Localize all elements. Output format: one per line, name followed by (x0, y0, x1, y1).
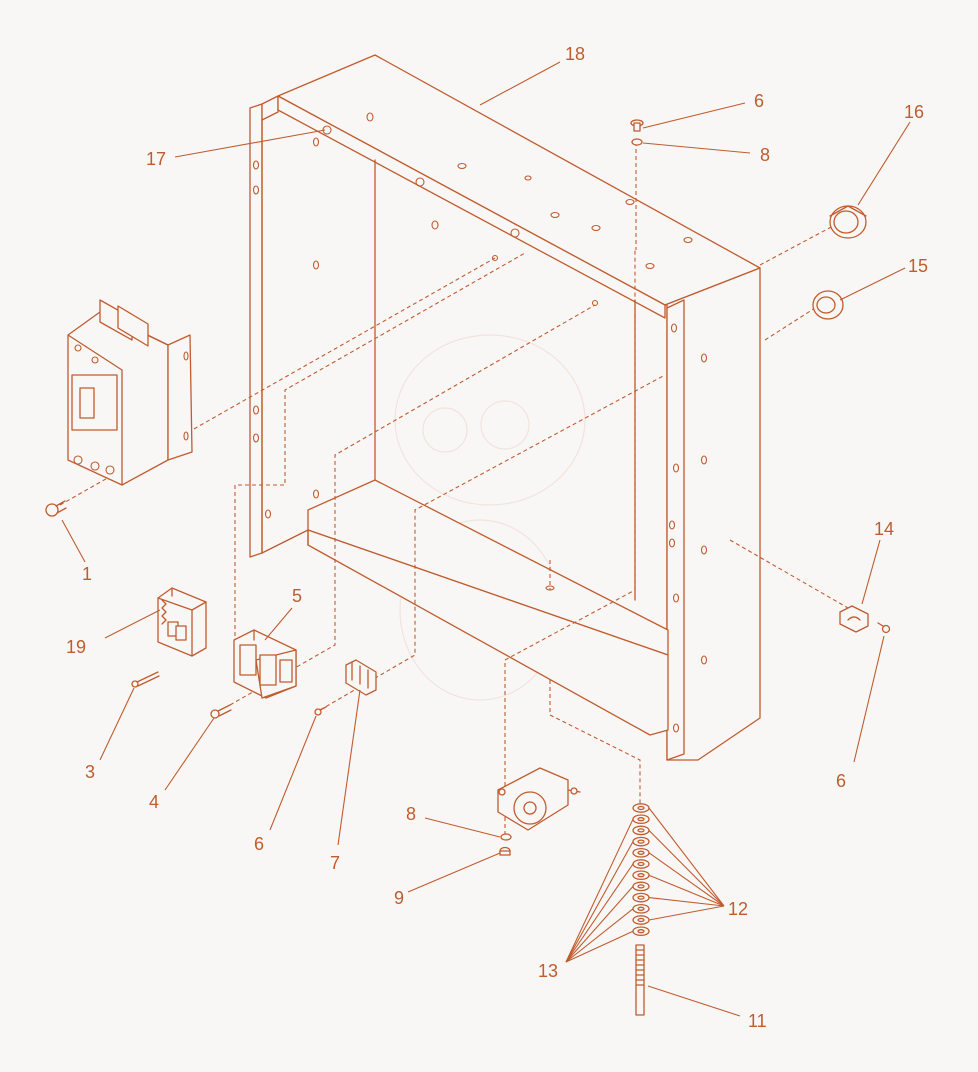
callout-7: 7 (330, 853, 340, 873)
callout-8-top: 8 (760, 145, 770, 165)
callout-6-right: 6 (836, 771, 846, 791)
washer-hole (637, 917, 645, 923)
washer (632, 926, 650, 937)
callout-8-lower: 8 (406, 804, 416, 824)
washer-hole (637, 861, 645, 867)
callout-14: 14 (874, 519, 894, 539)
leader-13 (565, 863, 634, 963)
callout-13: 13 (538, 961, 558, 981)
washer-hole (637, 873, 645, 878)
washer (632, 803, 650, 813)
washer (632, 814, 650, 825)
part-6-screw-top (630, 119, 644, 132)
callout-19: 19 (66, 637, 86, 657)
washer (632, 859, 650, 869)
part-7-bracket (345, 659, 377, 696)
part-8-washer-lower (500, 833, 512, 841)
leader-12 (648, 830, 725, 907)
leader-lines (61, 61, 911, 1017)
leader-12 (648, 852, 725, 907)
part-15-bushing (812, 290, 844, 320)
part-14-clip (839, 605, 869, 633)
part-8-washer-top (631, 138, 643, 146)
callout-12: 12 (728, 899, 748, 919)
part-19-terminal-block (157, 587, 207, 657)
leader-13 (565, 841, 634, 963)
part-12-13-washer-stack (632, 803, 650, 937)
coil-assembly (497, 767, 581, 831)
callout-16: 16 (904, 102, 924, 122)
part-6-screw-right (877, 622, 891, 634)
callout-1: 1 (82, 564, 92, 584)
callout-6-top: 6 (754, 91, 764, 111)
washer-hole (637, 805, 645, 811)
washer-hole (637, 884, 645, 889)
callout-18: 18 (565, 44, 585, 64)
part-6-screw-lower (314, 706, 327, 716)
washer (632, 847, 650, 858)
callout-15: 15 (908, 256, 928, 276)
callout-11: 11 (748, 1011, 767, 1031)
callout-17: 17 (146, 149, 166, 169)
leader-13 (565, 908, 634, 963)
washer-hole (637, 906, 645, 911)
washer-hole (637, 895, 645, 900)
leader-12 (648, 905, 725, 921)
washer (632, 903, 650, 914)
leader-13 (565, 930, 634, 963)
washer (632, 825, 650, 836)
washer (632, 892, 650, 903)
leader-12 (648, 807, 725, 907)
washer-hole (637, 850, 645, 855)
washer-hole (637, 929, 645, 934)
leader-12 (648, 897, 725, 907)
part-3-screw (131, 671, 160, 688)
callout-6-lower: 6 (254, 834, 264, 854)
washer (632, 836, 650, 847)
washer (632, 870, 650, 881)
washer (632, 881, 650, 892)
leader-13 (565, 818, 634, 963)
part-4-screw (210, 704, 232, 719)
callout-4: 4 (149, 792, 159, 812)
callout-9: 9 (394, 888, 404, 908)
washer (632, 915, 650, 925)
circuit-breaker (67, 299, 193, 486)
assembly-dashed-lines (59, 142, 849, 835)
washer-hole (637, 839, 645, 844)
washer-hole (637, 828, 645, 833)
part-1-screw (45, 500, 67, 517)
part-16-bushing (829, 205, 867, 239)
part-5-contactor (233, 629, 297, 699)
callout-3: 3 (85, 762, 95, 782)
leader-13 (565, 886, 634, 963)
callout-5: 5 (292, 586, 302, 606)
leader-12 (648, 874, 725, 907)
part-9-nut (499, 846, 511, 856)
enclosure-frame (249, 54, 761, 761)
part-11-threaded-rod (635, 944, 645, 1016)
washer-hole (637, 817, 645, 822)
callout-labels: 1 3 4 5 6 6 6 7 8 8 9 11 12 13 14 15 16 … (66, 44, 928, 1031)
leader-fan-12-13 (565, 807, 725, 963)
